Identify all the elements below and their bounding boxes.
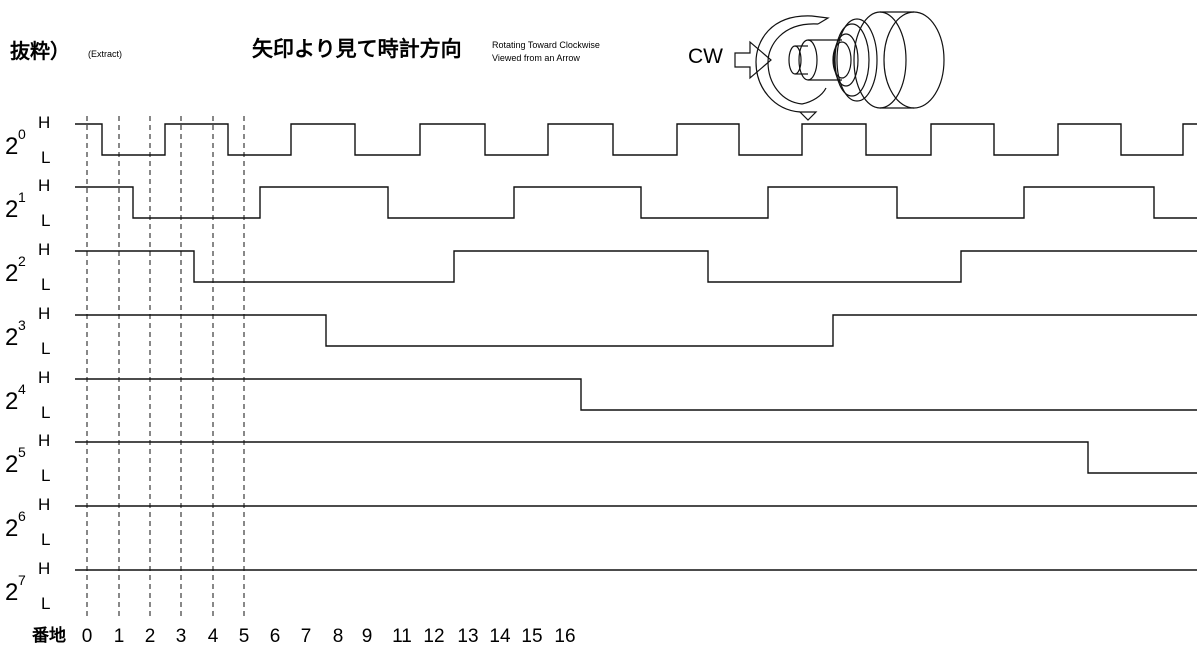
bit-waveform: [75, 186, 1197, 219]
bit-label-base: 2: [5, 196, 18, 223]
address-number: 6: [270, 626, 281, 647]
address-guide-lines: [86, 116, 245, 616]
bit-label-exponent: 0: [18, 126, 26, 142]
address-number: 0: [82, 626, 93, 647]
bit-waveform: [75, 250, 1197, 283]
bit-label-exponent: 1: [18, 189, 26, 205]
address-number: 11: [392, 626, 412, 647]
address-number: 1: [114, 626, 125, 647]
bit-label-base: 2: [5, 388, 18, 415]
address-number: 12: [423, 626, 444, 647]
level-high-label: H: [38, 368, 50, 387]
level-high-label: H: [38, 431, 50, 450]
bit-label-exponent: 6: [18, 508, 26, 524]
address-number: 14: [489, 626, 511, 647]
extract-label-jp: 抜粋）: [10, 39, 70, 63]
bit-label-exponent: 7: [18, 572, 26, 588]
bit-waveform: [75, 314, 1197, 347]
bit-label-exponent: 4: [18, 381, 26, 397]
level-high-label: H: [38, 240, 50, 259]
bit-label-exponent: 2: [18, 253, 26, 269]
level-high-label: H: [38, 304, 50, 323]
bit-label-base: 2: [5, 579, 18, 606]
level-low-label: L: [41, 211, 50, 230]
direction-caption-line2: Viewed from an Arrow: [492, 53, 580, 63]
bit-label-base: 2: [5, 451, 18, 478]
level-low-label: L: [41, 530, 50, 549]
bit-label-base: 2: [5, 133, 18, 160]
bit-waveforms: [75, 123, 1197, 571]
bit-waveform: [75, 123, 1197, 156]
rotary-encoder-illustration: [755, 11, 945, 113]
level-high-label: H: [38, 176, 50, 195]
bit-waveform: [75, 378, 1197, 411]
arrow-right-icon: [734, 40, 772, 80]
bit-label-base: 2: [5, 260, 18, 287]
address-number: 8: [333, 626, 344, 647]
address-number: 3: [176, 626, 187, 647]
address-number: 5: [239, 626, 250, 647]
address-number: 9: [362, 626, 373, 647]
level-low-label: L: [41, 466, 50, 485]
level-low-label: L: [41, 148, 50, 167]
level-low-label: L: [41, 275, 50, 294]
cw-label: CW: [688, 45, 723, 68]
address-number: 2: [145, 626, 156, 647]
address-number: 13: [457, 626, 478, 647]
bit-label-exponent: 3: [18, 317, 26, 333]
extract-label-en: (Extract): [88, 49, 122, 59]
bit-label-base: 2: [5, 515, 18, 542]
bit-label-exponent: 5: [18, 444, 26, 460]
address-label: 番地: [31, 625, 66, 646]
level-high-label: H: [38, 559, 50, 578]
bit-label-base: 2: [5, 324, 18, 351]
level-low-label: L: [41, 339, 50, 358]
direction-title-jp: 矢印より見て時計方向: [252, 37, 462, 61]
bit-waveform: [75, 441, 1197, 474]
level-high-label: H: [38, 113, 50, 132]
rotation-arrow-icon: [798, 87, 827, 121]
address-number: 15: [521, 626, 542, 647]
level-low-label: L: [41, 403, 50, 422]
address-number: 4: [208, 626, 219, 647]
level-high-label: H: [38, 495, 50, 514]
level-low-label: L: [41, 594, 50, 613]
direction-caption-line1: Rotating Toward Clockwise: [492, 40, 600, 50]
address-number: 16: [554, 626, 575, 647]
address-number: 7: [301, 626, 312, 647]
